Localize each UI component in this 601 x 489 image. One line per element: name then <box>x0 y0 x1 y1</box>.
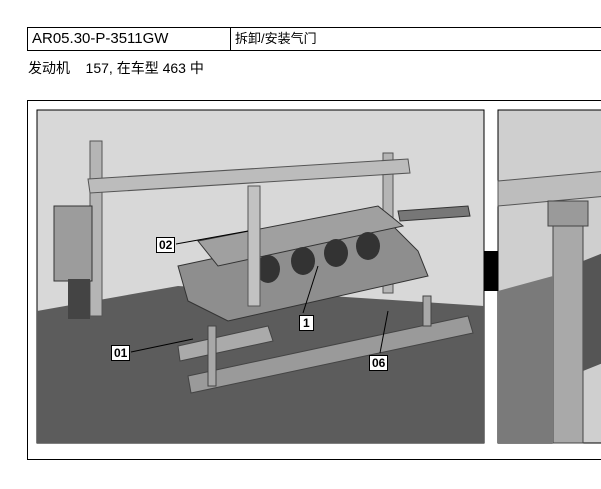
document-header: AR05.30-P-3511GW 拆卸/安装气门 <box>27 27 601 51</box>
callout-02: 02 <box>156 237 176 253</box>
engine-subtitle: 发动机 157, 在车型 463 中 <box>28 60 204 76</box>
callout-06: 06 <box>369 355 389 371</box>
figure-panel: 02 1 01 06 <box>27 100 601 460</box>
callout-01: 01 <box>111 345 131 361</box>
document-code: AR05.30-P-3511GW <box>28 28 231 50</box>
callout-1: 1 <box>299 315 314 331</box>
assembly-illustration <box>36 109 601 444</box>
document-title: 拆卸/安装气门 <box>235 31 317 46</box>
